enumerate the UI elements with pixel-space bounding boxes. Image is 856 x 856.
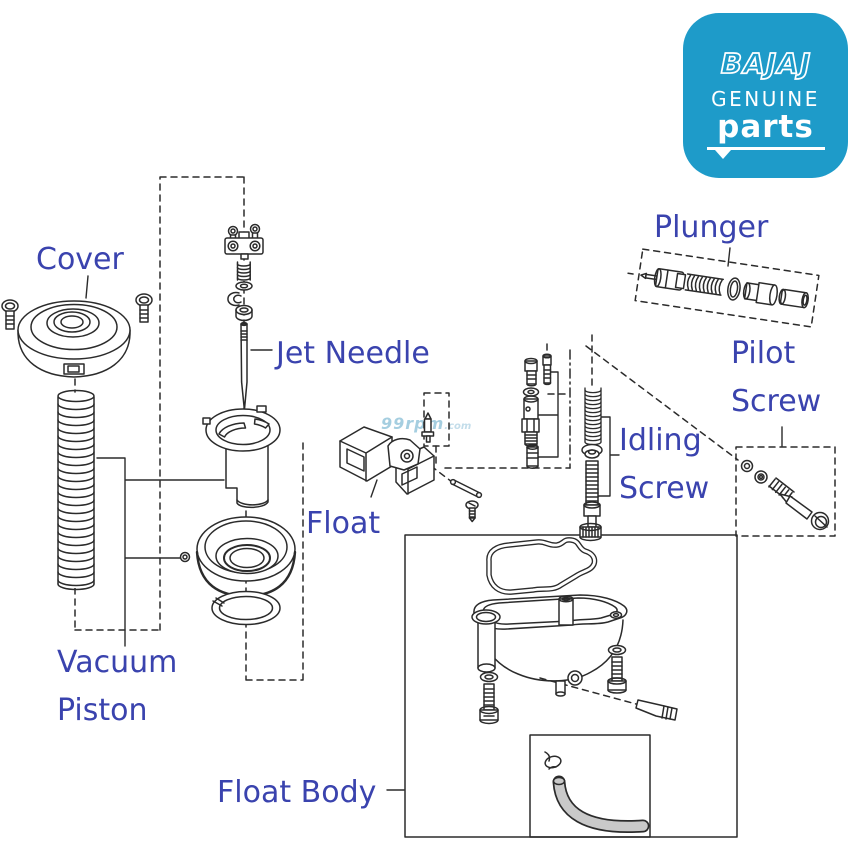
overflow-pipe xyxy=(558,598,574,626)
retainer-ring-drawing xyxy=(211,590,281,626)
float-bowl-drawing xyxy=(471,537,678,725)
float-pin xyxy=(451,479,481,498)
label-float-body: Float Body xyxy=(217,775,377,810)
cover-screw-left xyxy=(1,299,19,313)
vacuum-piston-bracket xyxy=(96,457,225,647)
jets-drawing xyxy=(521,353,552,469)
float-drawing xyxy=(339,426,435,495)
needle-washer xyxy=(235,281,253,291)
logo-underline xyxy=(706,147,825,159)
pilot-washer xyxy=(754,470,768,484)
jet-needle-part xyxy=(240,323,248,411)
plunger-box xyxy=(634,248,820,328)
float-leader xyxy=(370,479,378,498)
label-cover: Cover xyxy=(36,242,124,277)
pilot-o-ring xyxy=(740,459,754,473)
idling-screw-head xyxy=(579,526,602,538)
piston-top-ring xyxy=(205,408,281,452)
jets-bracket xyxy=(536,371,559,458)
bowl-washer-right xyxy=(607,644,627,656)
bowl-screw-left xyxy=(483,683,495,711)
label-vacuum-piston-line2: Piston xyxy=(57,693,148,728)
vacuum-spring-drawing xyxy=(57,389,96,591)
starter-jet xyxy=(542,355,552,366)
float-screw xyxy=(465,500,479,510)
needle-e-clip xyxy=(227,291,240,307)
jet-washer xyxy=(522,387,540,397)
diaphragm-drawing xyxy=(179,516,297,598)
pilot-screw-box xyxy=(735,446,836,537)
idling-screw-shaft xyxy=(585,460,599,506)
label-vacuum-piston: Vacuum Piston xyxy=(57,639,177,735)
plunger-spring xyxy=(684,273,724,296)
drain-fitting xyxy=(635,699,678,721)
pilot-screw-head xyxy=(810,511,830,531)
cover-dome xyxy=(17,300,131,360)
logo-arrow-icon xyxy=(714,150,731,159)
float-hinge xyxy=(387,437,421,471)
float-pin-screw-drawing xyxy=(449,478,483,523)
bracket-lines xyxy=(85,247,783,791)
drain-hose-drawing xyxy=(544,751,650,834)
vacuum-piston-drawing xyxy=(202,405,281,509)
watermark-tld: .com xyxy=(444,421,472,432)
hose-clamp xyxy=(544,751,562,770)
idling-washer xyxy=(581,443,603,457)
jet-needle-assembly-drawing xyxy=(224,223,264,411)
logo-brand-svg: BAJAJ xyxy=(719,46,811,81)
watermark-brand: 99rpm xyxy=(381,414,445,433)
logo-genuine-text: GENUINE xyxy=(711,87,820,111)
pilot-screw-assembly-drawing xyxy=(740,459,830,531)
plunger-o-ring xyxy=(727,277,741,301)
cover-screw-right xyxy=(135,293,153,307)
diaphragm-o-ring xyxy=(179,551,191,563)
cover-skirt xyxy=(17,329,131,378)
logo-parts-text: parts xyxy=(717,109,814,145)
watermark: 99rpm.com xyxy=(381,414,471,433)
cover-tab xyxy=(63,363,85,375)
pilot-screw-tip xyxy=(779,493,793,505)
guide-lines xyxy=(74,176,836,705)
idling-screw-drawing xyxy=(579,387,603,542)
bowl-rim xyxy=(473,594,628,630)
label-jet-needle: Jet Needle xyxy=(276,336,430,371)
bowl-body xyxy=(478,619,624,682)
bracket-screw-left xyxy=(227,225,239,237)
needle-spring xyxy=(237,262,250,281)
label-pilot-screw-line1: Pilot xyxy=(731,336,796,371)
label-plunger: Plunger xyxy=(654,210,769,245)
pilot-spring xyxy=(768,477,795,502)
label-idling-screw-line1: Idling xyxy=(619,423,702,458)
pilot-jet xyxy=(524,360,538,372)
bajaj-logo: BAJAJ GENUINE parts xyxy=(683,13,848,178)
bowl-washer-left xyxy=(479,671,499,683)
idling-screw-bracket xyxy=(597,416,620,497)
label-vacuum-piston-line1: Vacuum xyxy=(57,645,178,680)
label-pilot-screw: Pilot Screw xyxy=(731,330,821,426)
needle-jet xyxy=(523,398,539,420)
plunger-needle xyxy=(640,272,648,280)
plunger-assembly-drawing xyxy=(627,248,820,328)
plunger-cap xyxy=(779,288,809,309)
bowl-gasket xyxy=(486,537,598,595)
needle-bracket xyxy=(238,231,250,240)
hose-box xyxy=(529,734,651,838)
needle-collar xyxy=(235,304,253,316)
bowl-screw-right xyxy=(611,656,623,682)
logo-brand-text: BAJAJ xyxy=(720,47,811,80)
main-jet xyxy=(526,446,539,467)
piston-body xyxy=(225,444,269,509)
bowl-boss xyxy=(471,609,501,625)
float-body-box xyxy=(404,534,738,838)
plunger-seat xyxy=(743,282,762,302)
cover-assembly-drawing xyxy=(1,293,153,378)
bowl-post xyxy=(477,619,496,669)
label-idling-screw: Idling Screw xyxy=(619,417,709,513)
label-idling-screw-line2: Screw xyxy=(619,471,710,506)
label-pilot-screw-line2: Screw xyxy=(731,384,822,419)
plunger-body xyxy=(654,268,685,291)
bracket-screw-right xyxy=(249,223,261,235)
label-float: Float xyxy=(306,506,381,541)
drain-outlet xyxy=(567,670,583,686)
